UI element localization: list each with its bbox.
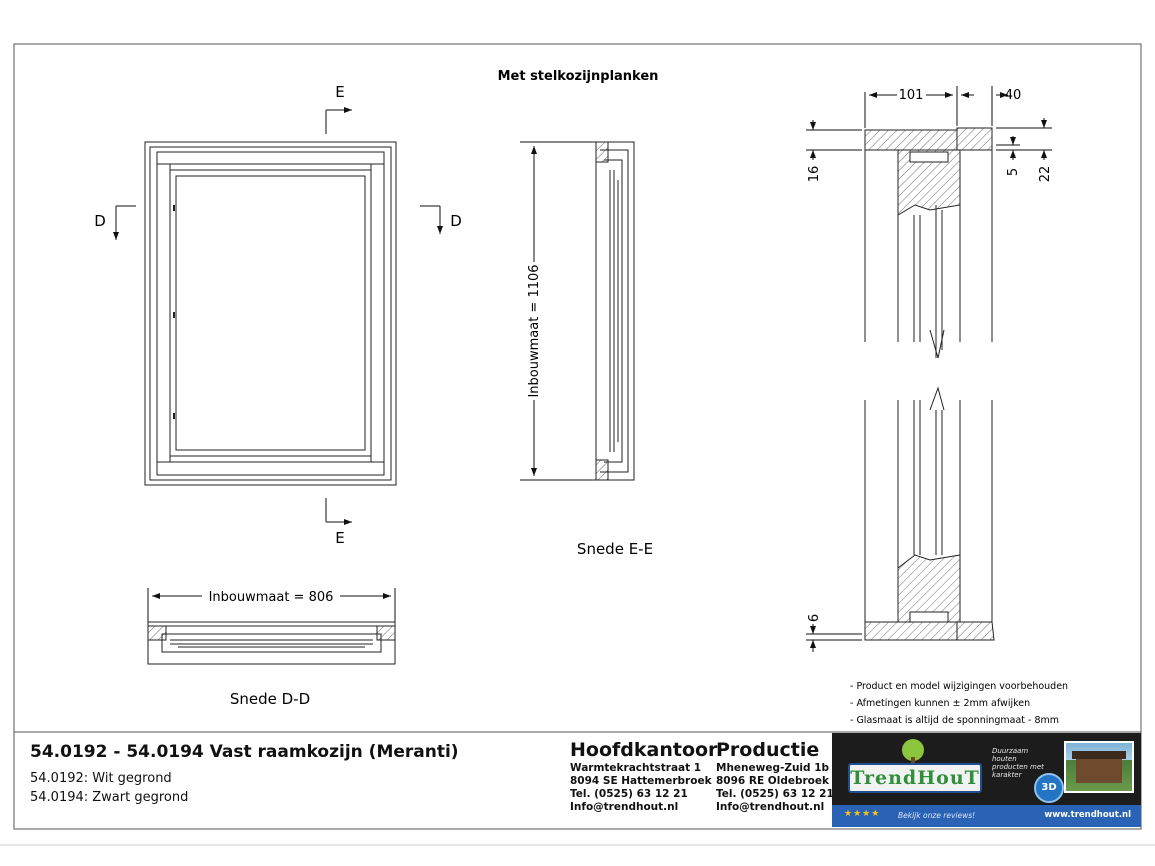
section-ee-caption: Snede E-E [577,540,653,558]
production-phone: Tel. (0525) 63 12 21 [716,788,834,800]
head-office-email: Info@trendhout.nl [570,801,679,813]
production-street: Mheneweg-Zuid 1b [716,762,830,774]
dimension-height-label: Inbouwmaat = 1106 [527,264,542,397]
dim-5: 5 [1006,168,1021,176]
3d-badge-icon: 3D [1034,773,1064,803]
note-3: - Glasmaat is altijd de sponningmaat - 8… [850,715,1059,726]
dim-16: 16 [807,166,822,183]
dimension-width-label: Inbouwmaat = 806 [209,590,334,605]
website-link[interactable]: www.trendhout.nl [1044,810,1131,820]
front-view [144,141,397,486]
production-city: 8096 RE Oldebroek [716,775,829,787]
section-marker-e-bottom [325,498,352,525]
production-email: Info@trendhout.nl [716,801,825,813]
detail-bottom-dimensions [806,624,862,652]
production-heading: Productie [716,739,820,761]
section-marker-d-right [420,205,443,234]
sheet-border [13,43,1142,830]
section-label-e-top: E [335,83,344,101]
dim-40: 40 [1005,88,1022,103]
section-dd-profile [147,621,396,665]
review-text: Bekijk onze reviews! [898,811,976,820]
product-title: 54.0192 - 54.0194 Vast raamkozijn (Meran… [30,742,459,762]
dim-101: 101 [899,88,924,103]
section-marker-e-top [325,107,352,134]
production-block: Productie Mheneweg-Zuid 1b 8096 RE Oldeb… [716,738,834,814]
dim-6: 6 [807,614,822,622]
section-label-e-bottom: E [335,529,344,547]
head-office-block: Hoofdkantoor Warmtekrachtstraat 1 8094 S… [570,738,717,814]
section-marker-d-left [113,205,136,240]
section-label-d-left: D [94,212,106,230]
rating-stars-icon: ★★★★ [844,809,881,819]
head-office-street: Warmtekrachtstraat 1 [570,762,702,774]
note-2: - Afmetingen kunnen ± 2mm afwijken [850,698,1030,709]
note-1: - Product en model wijzigingen voorbehou… [850,681,1068,692]
brand-bar [832,805,1141,827]
head-office-heading: Hoofdkantoor [570,739,718,761]
detail-top-profile [864,127,993,359]
brand-tagline: Duurzaam houten producten met karakter [992,747,1044,779]
tree-icon [902,739,924,765]
section-ee-profile [592,141,635,481]
dim-22: 22 [1038,166,1053,183]
variant-black: 54.0194: Zwart gegrond [30,790,189,805]
head-office-phone: Tel. (0525) 63 12 21 [570,788,688,800]
variant-white: 54.0192: Wit gegrond [30,771,172,786]
brand-banner: TrendHouT Duurzaam houten producten met … [832,733,1141,827]
detail-top-dimensions [806,86,1052,160]
dimension-height [520,141,592,481]
head-office-city: 8094 SE Hattemerbroek [570,775,712,787]
product-photo [1064,741,1134,793]
brand-logo: TrendHouT [848,763,982,793]
section-label-d-right: D [450,212,462,230]
section-dd-caption: Snede D-D [230,690,310,708]
dimension-width [147,588,396,622]
detail-bottom-profile [864,386,995,641]
drawing-subtitle: Met stelkozijnplanken [498,69,659,84]
